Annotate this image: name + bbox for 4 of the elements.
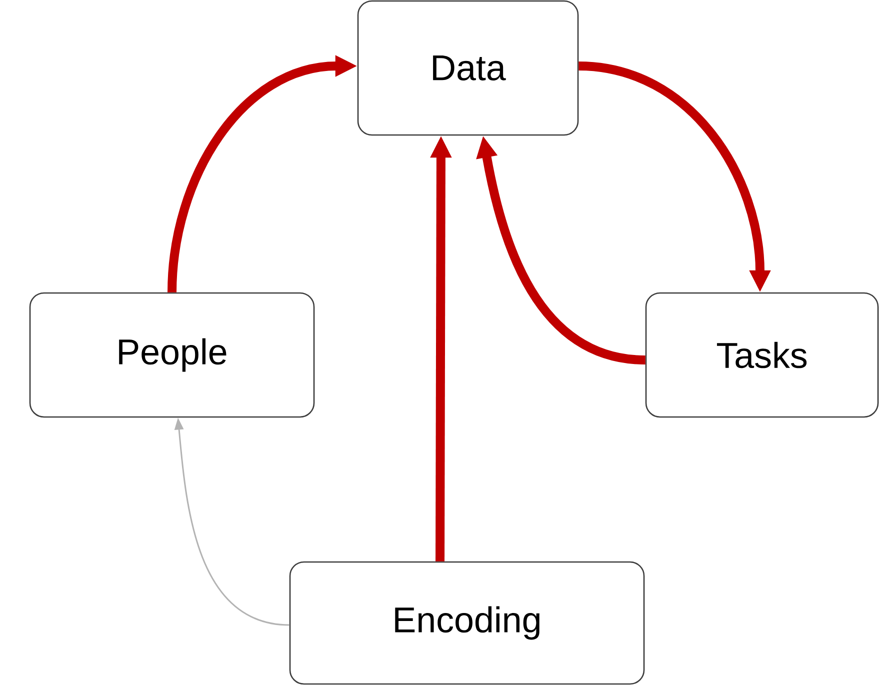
process-box: Data xyxy=(357,0,579,136)
process-box: People xyxy=(29,292,315,418)
process-box: Tasks xyxy=(645,292,879,418)
process-box: Encoding xyxy=(289,561,645,685)
